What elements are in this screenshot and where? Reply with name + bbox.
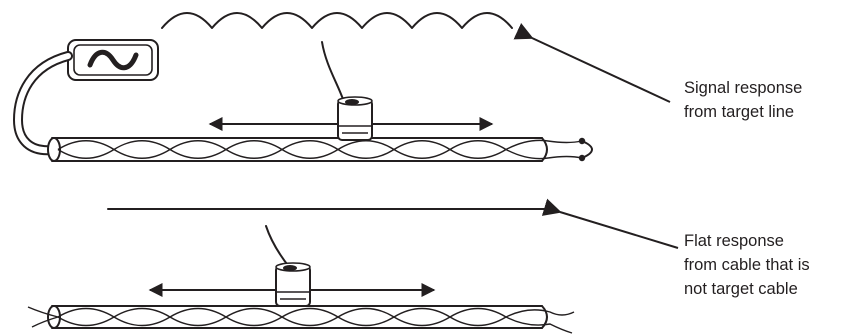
flat-response-line-1: Flat response bbox=[684, 232, 784, 250]
non-target-cable bbox=[27, 305, 575, 334]
signal-response-wave bbox=[161, 12, 513, 29]
target-cable bbox=[47, 137, 593, 162]
sensor-probe-icon bbox=[321, 41, 373, 141]
signal-response-label: Signal response from target line bbox=[684, 79, 807, 121]
ac-signal-generator-icon bbox=[67, 39, 159, 81]
flat-response-label: Flat response from cable that is not tar… bbox=[684, 232, 814, 298]
generator-lead-cable bbox=[12, 51, 73, 156]
signal-response-line-1: Signal response bbox=[684, 79, 802, 97]
flat-response-line-2: from cable that is bbox=[684, 256, 810, 274]
sensor-probe-icon bbox=[265, 225, 311, 307]
flat-response-line-3: not target cable bbox=[684, 280, 798, 298]
signal-response-pointer-arrow bbox=[513, 23, 671, 103]
signal-response-line-2: from target line bbox=[684, 103, 794, 121]
flat-response-pointer-arrow bbox=[541, 198, 679, 249]
